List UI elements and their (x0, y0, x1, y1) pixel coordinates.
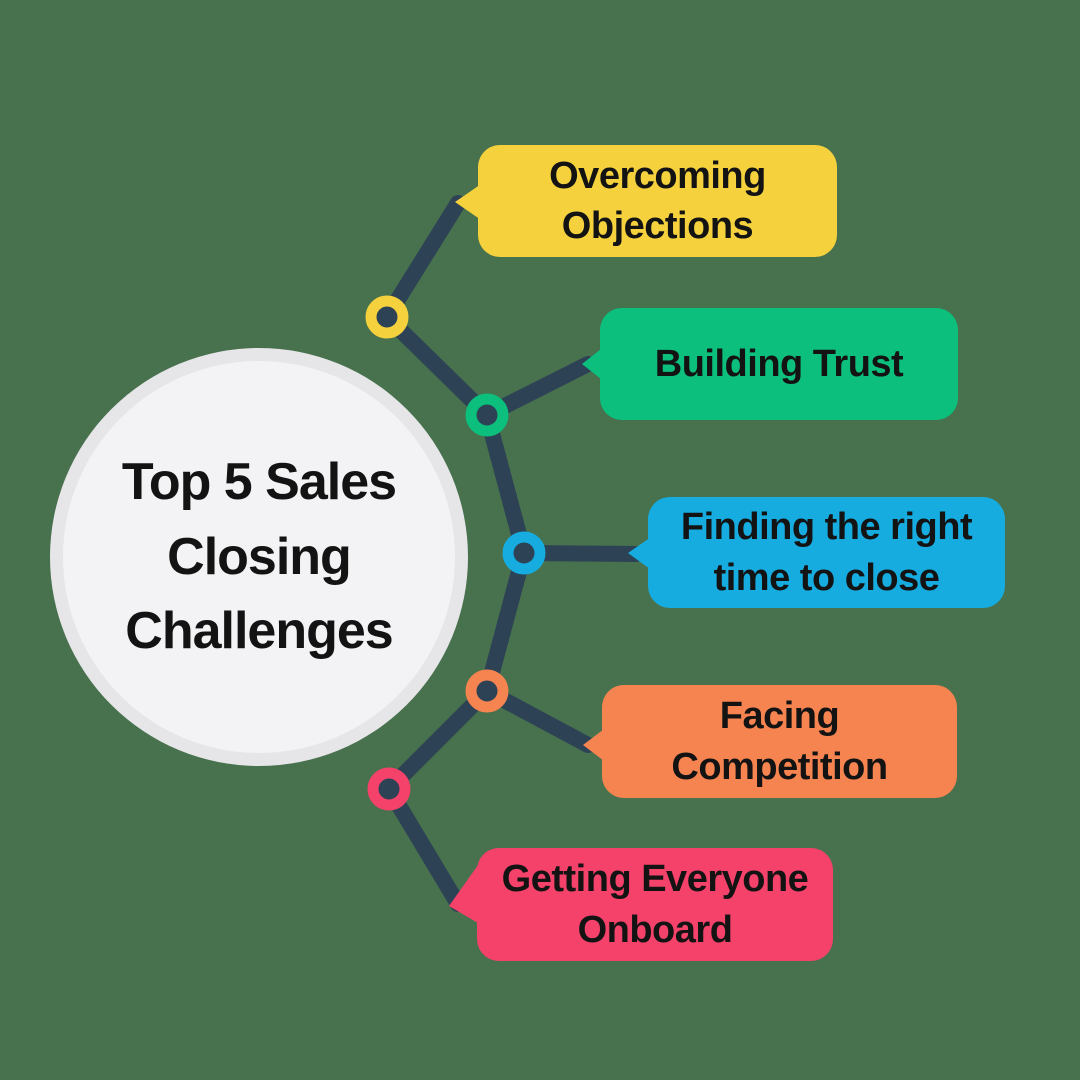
connector-line-getting-everyone-onboard (381, 781, 466, 912)
bubble-facing-competition: Facing Competition (602, 685, 957, 798)
bubble-overcoming-objections: Overcoming Objections (478, 145, 837, 257)
node-building-trust (465, 393, 509, 437)
node-getting-everyone-onboard (367, 767, 411, 811)
node-facing-competition (465, 669, 509, 713)
bubble-getting-everyone-onboard: Getting Everyone Onboard (477, 848, 833, 961)
page-title: Top 5 Sales Closing Challenges (121, 452, 397, 661)
center-circle (63, 361, 455, 753)
bubble-tail-getting-everyone-onboard (449, 858, 483, 926)
bubble-tail-overcoming-objections (455, 182, 484, 222)
node-finding-right-time (502, 531, 546, 575)
bubble-tail-finding-right-time (628, 535, 654, 572)
node-overcoming-objections (365, 295, 409, 339)
bubble-building-trust: Building Trust (600, 308, 958, 420)
bubble-tail-facing-competition (583, 726, 608, 764)
connector-line-overcoming-objections (379, 195, 466, 325)
bubble-finding-right-time: Finding the right time to close (648, 497, 1005, 608)
